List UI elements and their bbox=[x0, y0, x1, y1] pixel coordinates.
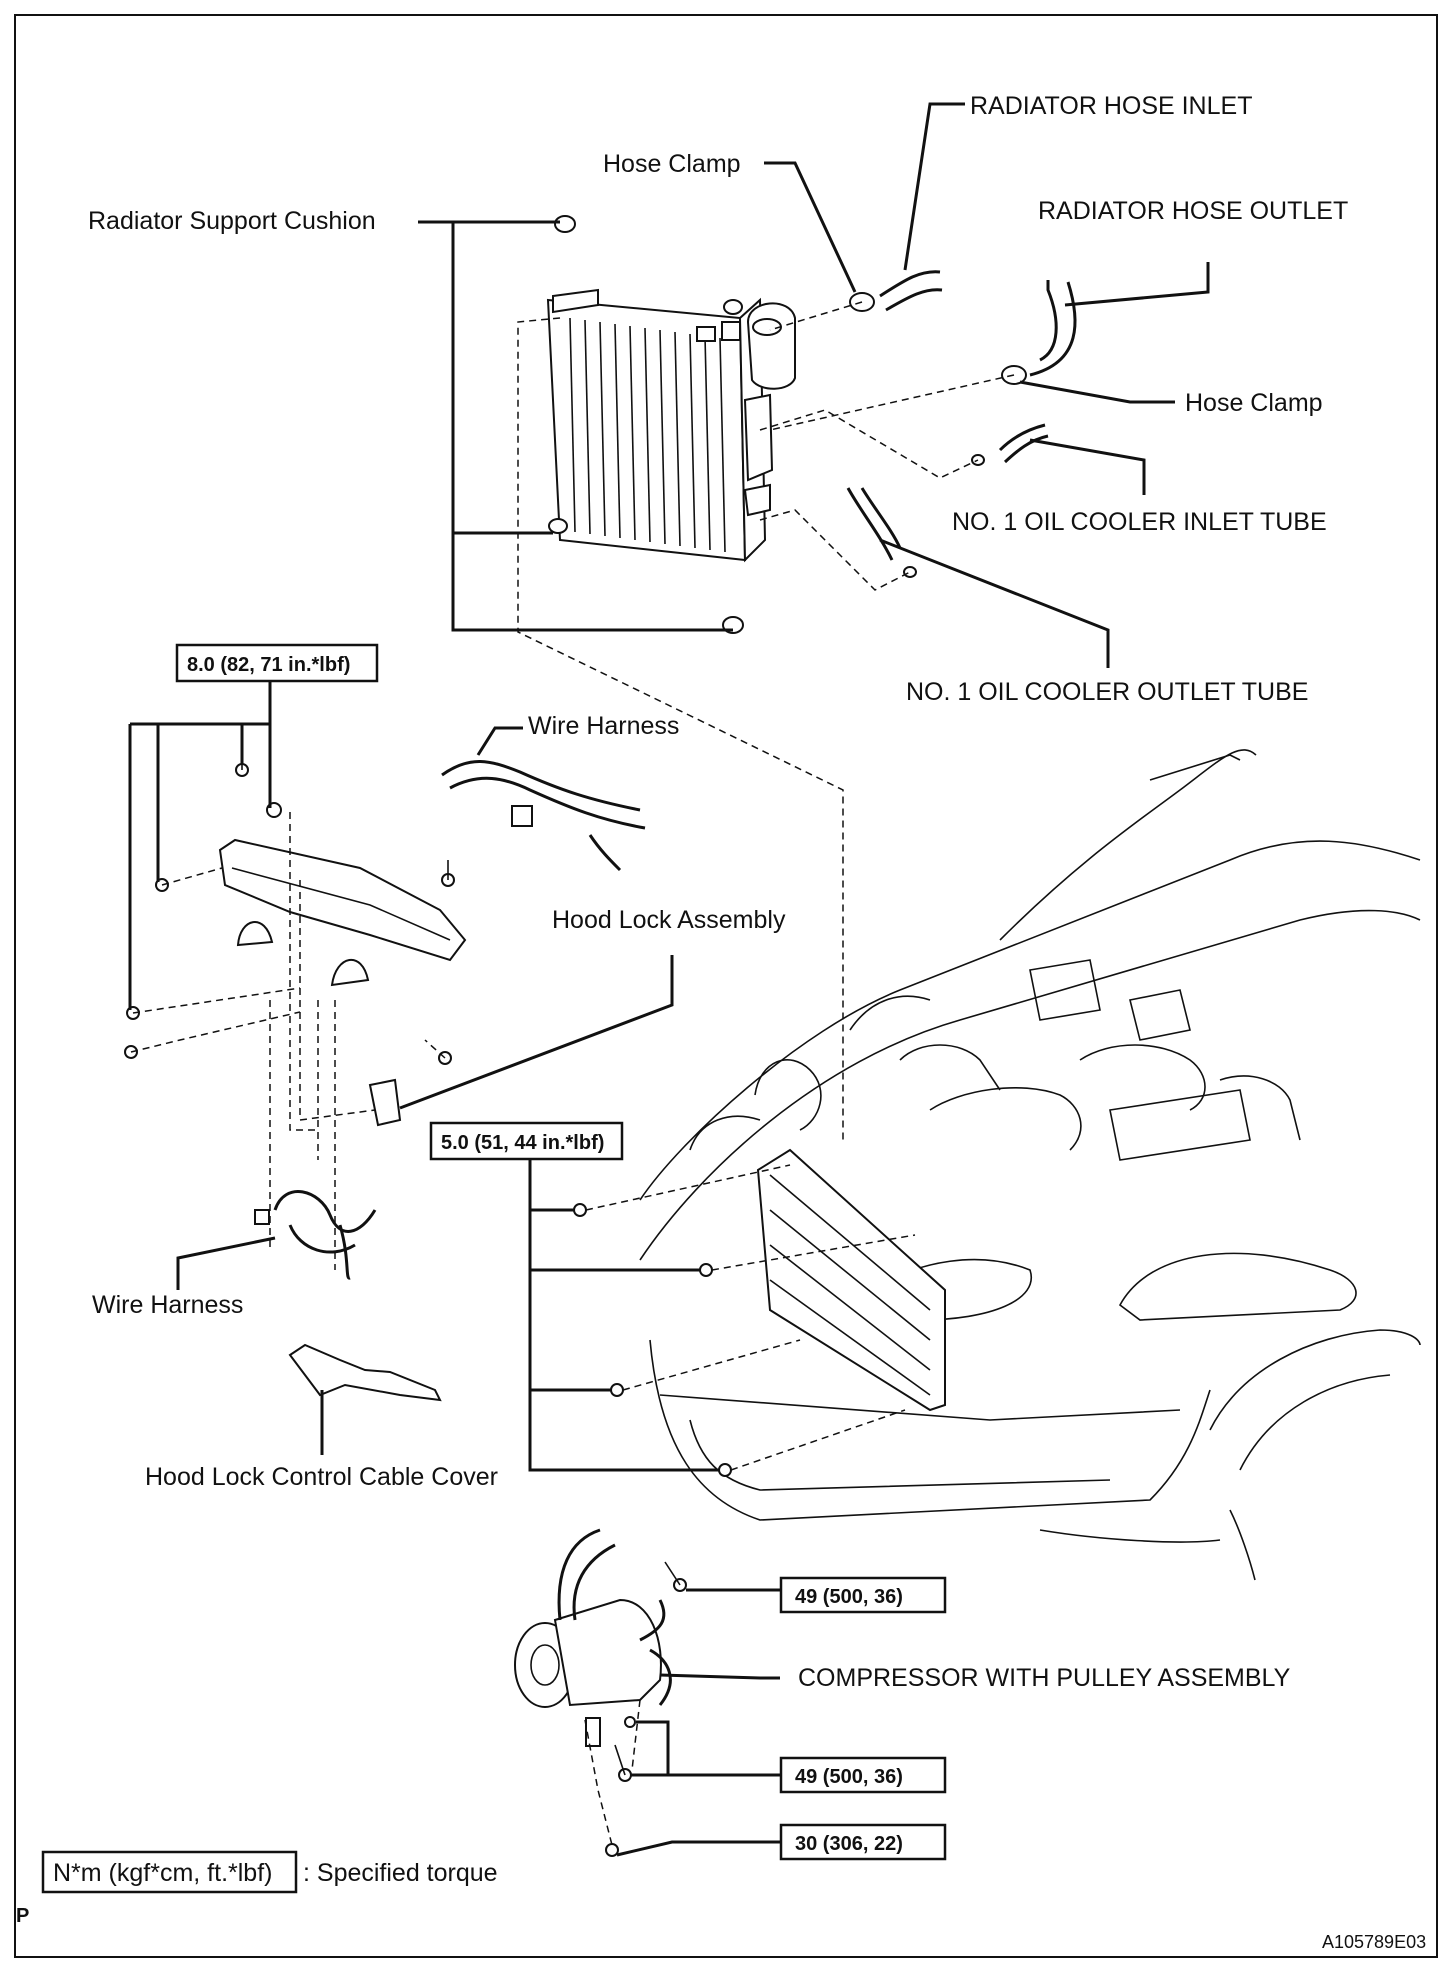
label-hood-lock-control-cable-cover: Hood Lock Control Cable Cover bbox=[145, 1463, 498, 1491]
torque-box-condenser bbox=[429, 1121, 624, 1161]
upper-support-bolts bbox=[124, 745, 455, 1065]
torque-5-leader bbox=[528, 1150, 916, 1477]
compressor-bracket-leader bbox=[616, 1840, 780, 1857]
label-wire-harness-left: Wire Harness bbox=[92, 1291, 243, 1319]
label-radiator-hose-outlet: RADIATOR HOSE OUTLET bbox=[1038, 197, 1348, 225]
legend-unit-text: N*m (kgf*cm, ft.*lbf) bbox=[53, 1859, 272, 1887]
torque-condenser: 5.0 (51, 44 in.*lbf) bbox=[441, 1132, 604, 1154]
torque-compressor-upper: 49 (500, 36) bbox=[795, 1586, 903, 1608]
torque-box-upper-support bbox=[175, 643, 379, 683]
hose-inlet-leader bbox=[903, 102, 965, 271]
torque-compressor-bracket: 30 (306, 22) bbox=[795, 1833, 903, 1855]
radiator-illustration bbox=[546, 288, 796, 563]
compressor-illustration bbox=[514, 1528, 687, 1857]
radiator-hose-parts bbox=[846, 270, 1077, 578]
figure-id: A105789E03 bbox=[1322, 1932, 1426, 1952]
radiator-upper-support bbox=[218, 838, 467, 1127]
torque-compressor-lower: 49 (500, 36) bbox=[795, 1766, 903, 1788]
compressor-lower-leader bbox=[636, 1720, 780, 1777]
torque-box-compressor-lower bbox=[779, 1756, 947, 1794]
compressor-assembly-leader bbox=[659, 1673, 780, 1680]
label-oil-cooler-inlet-tube: NO. 1 OIL COOLER INLET TUBE bbox=[952, 508, 1327, 536]
cushion-leader bbox=[418, 220, 733, 632]
legend-unit-box bbox=[41, 1850, 298, 1894]
radiator-support-cushion-parts bbox=[548, 215, 744, 634]
legend-specified-torque: : Specified torque bbox=[303, 1859, 498, 1887]
hood-lock-cable-cover-part bbox=[288, 1343, 442, 1402]
label-radiator-hose-inlet: RADIATOR HOSE INLET bbox=[970, 92, 1252, 120]
hood-lock-leader bbox=[399, 955, 674, 1110]
hose-clamp-right-leader bbox=[1019, 380, 1175, 404]
wire-harness-top-part bbox=[441, 760, 646, 872]
torque-box-compressor-upper bbox=[779, 1576, 947, 1614]
torque-box-compressor-bracket bbox=[779, 1823, 947, 1861]
label-hose-clamp-right: Hose Clamp bbox=[1185, 389, 1323, 417]
radiator-dashed-lines bbox=[517, 301, 1015, 1140]
wire-harness-left-part bbox=[254, 1190, 377, 1280]
label-wire-harness-top: Wire Harness bbox=[528, 712, 679, 740]
label-hood-lock-assembly: Hood Lock Assembly bbox=[552, 906, 786, 934]
torque-upper-support: 8.0 (82, 71 in.*lbf) bbox=[187, 654, 350, 676]
corner-letter: P bbox=[16, 1905, 29, 1927]
upper-support-dashed-lines bbox=[130, 812, 446, 1270]
hose-clamp-top-leader bbox=[764, 161, 857, 293]
wire-harness-top-leader bbox=[476, 726, 523, 756]
diagram-frame bbox=[14, 14, 1438, 1958]
label-hose-clamp-top: Hose Clamp bbox=[603, 150, 741, 178]
label-compressor-with-pulley-assembly: COMPRESSOR WITH PULLEY ASSEMBLY bbox=[798, 1664, 1291, 1692]
car-front-illustration bbox=[639, 749, 1421, 1581]
oil-outlet-leader bbox=[879, 538, 1110, 668]
oil-inlet-leader bbox=[1029, 438, 1146, 495]
wire-harness-left-leader bbox=[176, 1236, 276, 1290]
label-radiator-support-cushion: Radiator Support Cushion bbox=[88, 207, 376, 235]
label-oil-cooler-outlet-tube: NO. 1 OIL COOLER OUTLET TUBE bbox=[906, 678, 1308, 706]
hose-outlet-leader bbox=[1064, 262, 1210, 307]
torque-8-leader bbox=[128, 682, 272, 1010]
